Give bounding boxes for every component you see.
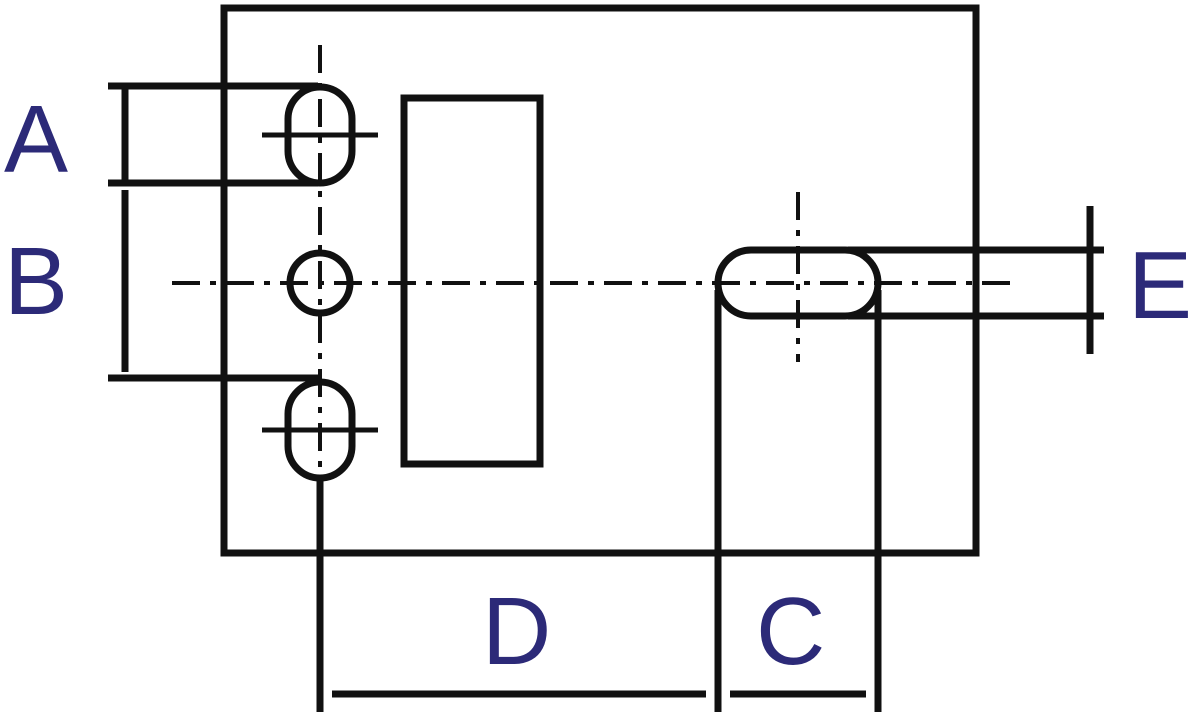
plate-outline bbox=[220, 4, 980, 557]
top-slot-hole bbox=[262, 83, 378, 187]
label-e: E bbox=[1128, 232, 1192, 339]
label-d: D bbox=[482, 578, 551, 685]
dimension-d-c bbox=[316, 290, 882, 712]
label-b: B bbox=[4, 228, 68, 335]
dimension-b bbox=[108, 190, 318, 382]
dimension-a bbox=[108, 82, 318, 187]
horizontal-slot bbox=[714, 192, 882, 362]
label-c: C bbox=[756, 578, 825, 685]
dimension-e bbox=[848, 206, 1104, 354]
label-a: A bbox=[4, 86, 68, 193]
middle-round-hole bbox=[286, 249, 354, 317]
